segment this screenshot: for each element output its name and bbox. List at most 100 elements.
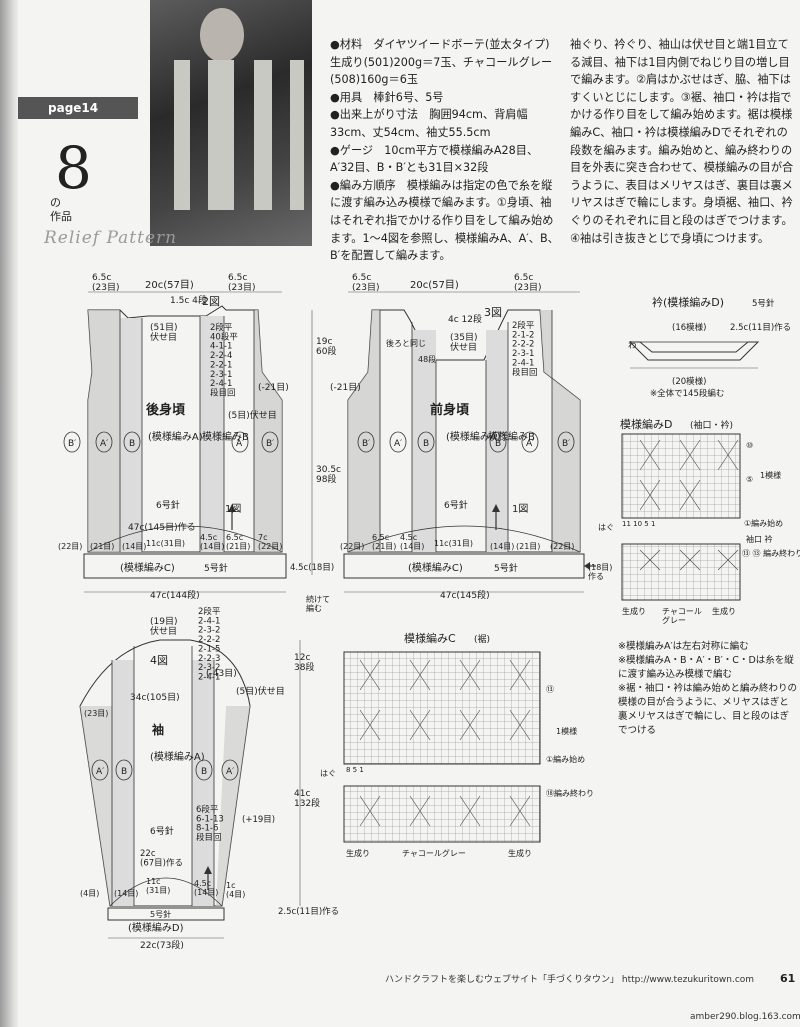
collar-dim: 2.5c(11目)作る [730,322,791,333]
back-needle: 6号針 [156,499,180,511]
front-fig1: 1図 [512,503,528,515]
back-pattern-b: 模様編みB [202,430,249,443]
instructions-column-1: ●材料 ダイヤツイードボーテ(並太タイプ) 生成り(501)200g＝7玉、チャ… [330,36,561,265]
sweater-stripe [174,60,190,210]
back-title: 後身頃 [146,402,186,418]
front-needle: 6号針 [444,499,468,511]
pattern-letter-circles [63,431,575,781]
instr-tools: ●用具 棒針6号、5号 [330,90,444,104]
pattern-c-end: ⑱編み終わり [546,788,594,798]
letter-b: B [423,439,429,449]
pattern-c-c3: 生成り [508,848,532,858]
sleeve-inc-total: (+19目) [242,815,275,825]
letter-ap: A′ [100,439,108,449]
pattern-d-end: ⑬ ⑬ 編み終わり [742,548,800,558]
sweater-stripe [208,60,234,210]
back-body-diagram [83,305,287,579]
back-bottom: 47c(144段) [150,589,200,601]
letter-ap: A′ [394,439,402,449]
front-side: (-21目) [330,382,361,393]
sleeve-needle: 6号針 [150,825,174,837]
letter-ap: A′ [526,439,534,449]
pattern-c-c2: チャコールグレー [402,848,466,858]
back-bind: (51目)伏せ目 [150,322,177,343]
page-number: 61 [780,972,796,985]
front-pattern-b: 模様編みB [488,430,535,443]
front-rows48: 48段 [418,354,436,364]
pattern-d-c1: 生成り [622,606,646,616]
front-make: (18目)作る [588,563,612,581]
pattern-c-chart [343,651,541,843]
sleeve-num-4: 1c(4目) [226,881,245,899]
collar-title: 衿(模様編みD) [652,295,724,309]
back-fig: 2図 [202,295,220,308]
sleeve-width: 34c(105目) [130,692,180,703]
front-bottom-1: 6.5c(21目) [372,533,396,551]
back-bottom-6: 7c(22目) [258,533,282,551]
sleeve-band-needle: 5号針 [150,909,171,919]
collar-sts20: (20模様) [672,376,706,387]
sleeve-diagram [79,639,251,921]
instr-materials: ●材料 ダイヤツイードボーテ(並太タイプ) 生成り(501)200g＝7玉、チャ… [330,38,561,87]
front-bottom-6: (22目) [550,542,574,551]
measure-join: 続けて編む [306,594,330,613]
relief-pattern-title: Relief Pattern [44,228,178,248]
sleeve-bottom: 22c(73段) [140,939,184,951]
front-top-mid: 20c(57目) [410,280,459,291]
pattern-d-chart [621,433,741,601]
note-1: ※模様編みA′は左右対称に編む [618,641,749,652]
pattern-d-labels: 模様編みD (袖口・衿) ⑩ ⑤ 1模様 11 10 5 1 ①編み始め 袖口 … [598,417,800,625]
pattern-d-mid: ⑤ [746,475,753,484]
front-band-needle: 5号針 [494,562,518,574]
front-bottom: 47c(145段) [440,589,490,601]
sleeve-dec: (-43目) [206,668,237,679]
pattern-c-repeat: 1模様 [556,726,577,736]
sweater-stripe [254,60,272,210]
pattern-d-top: ⑩ [746,441,753,450]
sleeve-num-1: (14目) [114,889,138,898]
letter-b: B [129,439,135,449]
sleeve-bind: (19目)伏せ目 [150,616,177,637]
pattern-d-cols: 11 10 5 1 [622,520,655,528]
pattern-d-start: ①編み始め [744,518,783,528]
front-back-neck: 後ろと同じ [386,338,426,348]
model-photo [150,0,312,246]
front-bottom-5: (21目) [516,542,540,551]
front-body-diagram [343,309,596,579]
pattern-d-repeat: 1模様 [760,470,781,480]
front-bind: (35目)伏せ目 [450,332,477,353]
footer-text: ハンドクラフトを楽しむウェブサイト「手づくりタウン」 http://www.te… [385,975,755,985]
back-bottom-3: 11c(31目) [146,539,185,548]
pattern-c-cols: 8 5 1 [346,766,364,774]
pattern-c-c1: 生成り [346,848,370,858]
back-top-left: 6.5c(23目) [92,273,119,293]
back-neck: 1.5c 4段 [170,294,207,306]
collar-wa: わ [628,341,637,351]
letter-bp: B′ [68,439,76,449]
sleeve-num-2: 11c(31目) [146,877,170,895]
pattern-c-sub: (裾) [474,633,490,645]
back-fig1: 1図 [225,503,241,515]
sleeve-bind5: (5目)伏せ目 [236,685,285,697]
notes: ※模様編みA′は左右対称に編む ※模様編みA・B・A′・B′・C・Dは糸を縦に渡… [618,640,798,738]
collar-labels: 衿(模様編みD) 5号針 (16模様) 2.5c(11目)作る わ (20模様)… [628,295,791,399]
collar-note: ※全体で145段編む [650,388,724,399]
measure-band: 4.5c(18目) [290,563,334,573]
back-bottom-1: (21目) [90,542,114,551]
pattern-d-c3: 生成り [712,606,736,616]
dimension-lines [84,291,584,939]
sleeve-num-0: (4目) [80,889,99,898]
letter-bp: B′ [266,439,274,449]
letter-ap: A′ [96,767,104,777]
sleeve-fig: 4図 [150,654,168,667]
front-bottom-0: (22目) [340,542,364,551]
